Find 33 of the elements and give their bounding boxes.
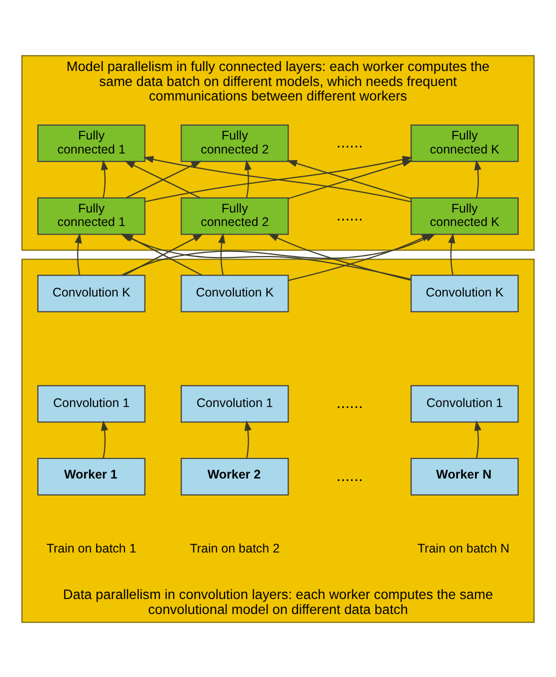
node-box: Convolution K xyxy=(37,274,146,312)
node-box: Worker 2 xyxy=(180,457,289,495)
node-box: Worker 1 xyxy=(37,457,146,495)
arrow xyxy=(448,232,456,275)
arrow xyxy=(288,233,432,280)
node-box: Convolution 1 xyxy=(410,384,519,422)
node-box: Convolution 1 xyxy=(180,384,289,422)
node-label: Train on batch 2 xyxy=(190,541,280,556)
node-label: Train on batch 1 xyxy=(46,541,136,556)
arrow xyxy=(101,159,108,198)
node-box: Convolution 1 xyxy=(37,384,146,422)
arrow xyxy=(101,420,108,458)
label: ...... xyxy=(336,134,363,151)
label: ...... xyxy=(336,394,363,412)
arrow xyxy=(74,232,82,275)
node-box: Fully connected K xyxy=(410,196,519,234)
arrow xyxy=(268,233,412,280)
node-box: Fully connected 2 xyxy=(180,124,289,162)
node-label: Train on batch N xyxy=(418,541,510,556)
label: ...... xyxy=(336,467,363,484)
node-box: Convolution K xyxy=(410,274,519,312)
node-box: Fully connected 2 xyxy=(180,196,289,234)
arrow xyxy=(218,232,226,275)
node-box: Convolution K xyxy=(180,274,289,312)
node-box: Worker N xyxy=(410,457,519,495)
arrow xyxy=(244,420,252,458)
node-box: Fully connected 1 xyxy=(37,124,146,162)
node-box: Fully connected 1 xyxy=(37,196,146,234)
arrow xyxy=(244,159,252,198)
node-box: Fully connected K xyxy=(410,124,519,162)
label: ...... xyxy=(336,206,363,224)
arrow xyxy=(474,159,482,198)
arrow xyxy=(474,420,482,458)
